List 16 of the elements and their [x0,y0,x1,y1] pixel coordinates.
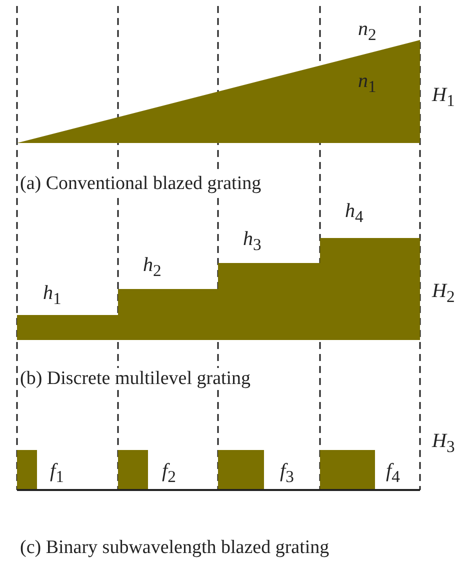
caption: (c) Binary subwavelength blazed grating [20,537,330,559]
symbol-label: h$_{2}$ [143,254,162,282]
caption: (b) Discrete multilevel grating [20,368,251,390]
symbol-label: f$_{3}$ [280,460,294,488]
symbol-label: f$_{1}$ [50,460,64,488]
symbol-label: H$_{2}$ [432,280,455,308]
symbol-label: n$_{2}$ [358,18,376,46]
symbol-label: H$_{3}$ [432,430,455,458]
symbol-label: f$_{2}$ [162,460,176,488]
symbol-label: h$_{3}$ [243,228,262,256]
symbol-label: n$_{1}$ [358,70,376,98]
symbol-label: H$_{1}$ [432,84,455,112]
caption: (a) Conventional blazed grating [20,173,262,195]
symbol-label: h$_{4}$ [345,200,364,228]
symbol-label: h$_{1}$ [43,282,62,310]
symbol-label: f$_{4}$ [386,460,400,488]
